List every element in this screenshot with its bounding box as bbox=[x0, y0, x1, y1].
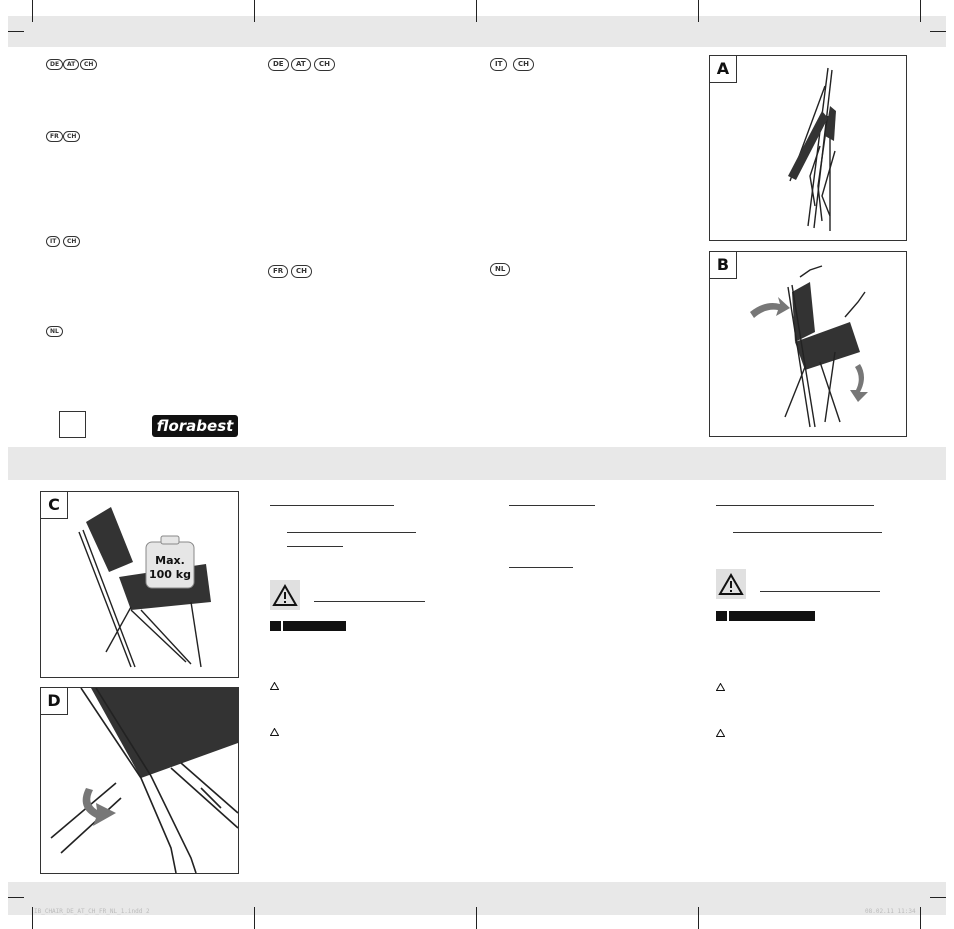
crop-mark bbox=[254, 907, 255, 929]
lang-flag: DE bbox=[268, 58, 289, 71]
figure-label: C bbox=[41, 492, 68, 519]
chair-hinge-detail-illustration bbox=[50, 688, 238, 873]
crop-mark bbox=[8, 897, 24, 898]
crop-mark bbox=[32, 907, 33, 929]
lang-flag: CH bbox=[314, 58, 335, 71]
warning-triangle-icon bbox=[272, 584, 298, 606]
bottom-band bbox=[8, 882, 946, 915]
footer-date-info: 08.02.11 11:34 bbox=[865, 908, 916, 915]
lang-flag: FR bbox=[46, 131, 63, 142]
florabest-logo: florabest bbox=[152, 415, 238, 437]
heading-rule bbox=[314, 601, 425, 602]
footer-file-info: IB_CHAIR_DE_AT_CH_FR_NL_1.indd 2 bbox=[34, 908, 150, 915]
lang-flag: AT bbox=[291, 58, 311, 71]
lang-flag: NL bbox=[490, 263, 511, 276]
middle-band bbox=[8, 447, 946, 480]
warning-triangle-icon bbox=[270, 728, 279, 736]
warning-bar-fill bbox=[729, 611, 815, 621]
figure-label: B bbox=[710, 252, 737, 279]
warning-triangle-icon bbox=[270, 682, 279, 690]
warning-triangle-icon bbox=[270, 621, 281, 631]
weight-label-line2: 100 kg bbox=[149, 568, 191, 581]
lang-flag: CH bbox=[63, 236, 81, 247]
figure-label: D bbox=[41, 688, 68, 715]
lang-flag: DE bbox=[46, 59, 64, 70]
lang-flag: NL bbox=[46, 326, 63, 337]
warning-triangle-icon bbox=[716, 683, 725, 691]
heading-rule bbox=[509, 567, 573, 568]
lang-flag: CH bbox=[63, 131, 81, 142]
blank-box bbox=[59, 411, 86, 438]
crop-mark bbox=[32, 0, 33, 22]
lang-flag: IT bbox=[46, 236, 61, 247]
warning-bar-fill bbox=[283, 621, 346, 631]
warning-bar bbox=[716, 611, 815, 621]
crop-mark bbox=[920, 907, 921, 929]
weight-label-line1: Max. bbox=[155, 554, 185, 567]
warning-icon-box bbox=[270, 580, 300, 610]
chair-max-load-illustration bbox=[78, 507, 211, 668]
crop-mark bbox=[476, 0, 477, 22]
heading-rule bbox=[716, 505, 874, 506]
folded-chair-illustration bbox=[788, 67, 836, 231]
figure-c-panel: C Max. 100 kg bbox=[40, 491, 239, 678]
crop-mark bbox=[8, 31, 24, 32]
heading-rule bbox=[509, 505, 595, 506]
figure-d-panel: D bbox=[40, 687, 239, 874]
heading-rule bbox=[760, 591, 880, 592]
crop-mark bbox=[476, 907, 477, 929]
warning-icon-box bbox=[716, 569, 746, 599]
crop-mark bbox=[930, 31, 946, 32]
figure-label: A bbox=[710, 56, 737, 83]
top-band bbox=[8, 16, 946, 47]
figure-b-panel: B bbox=[709, 251, 907, 437]
lang-flag: AT bbox=[63, 59, 80, 70]
lang-flag: FR bbox=[268, 265, 289, 278]
figure-a-panel: A bbox=[709, 55, 907, 241]
crop-mark bbox=[930, 897, 946, 898]
crop-mark bbox=[254, 0, 255, 22]
warning-triangle-icon bbox=[718, 573, 744, 595]
unfolding-chair-illustration bbox=[750, 265, 868, 428]
crop-mark bbox=[920, 0, 921, 22]
heading-rule bbox=[270, 505, 394, 506]
warning-bar bbox=[270, 621, 346, 631]
crop-mark bbox=[698, 907, 699, 929]
lang-flag: CH bbox=[291, 265, 312, 278]
heading-rule bbox=[733, 532, 882, 533]
crop-mark bbox=[698, 0, 699, 22]
heading-rule bbox=[287, 532, 416, 533]
lang-flag: CH bbox=[80, 59, 98, 70]
warning-triangle-icon bbox=[716, 611, 727, 621]
lang-flag: IT bbox=[490, 58, 508, 71]
lang-flag: CH bbox=[513, 58, 534, 71]
heading-rule bbox=[287, 546, 343, 547]
warning-triangle-icon bbox=[716, 729, 725, 737]
